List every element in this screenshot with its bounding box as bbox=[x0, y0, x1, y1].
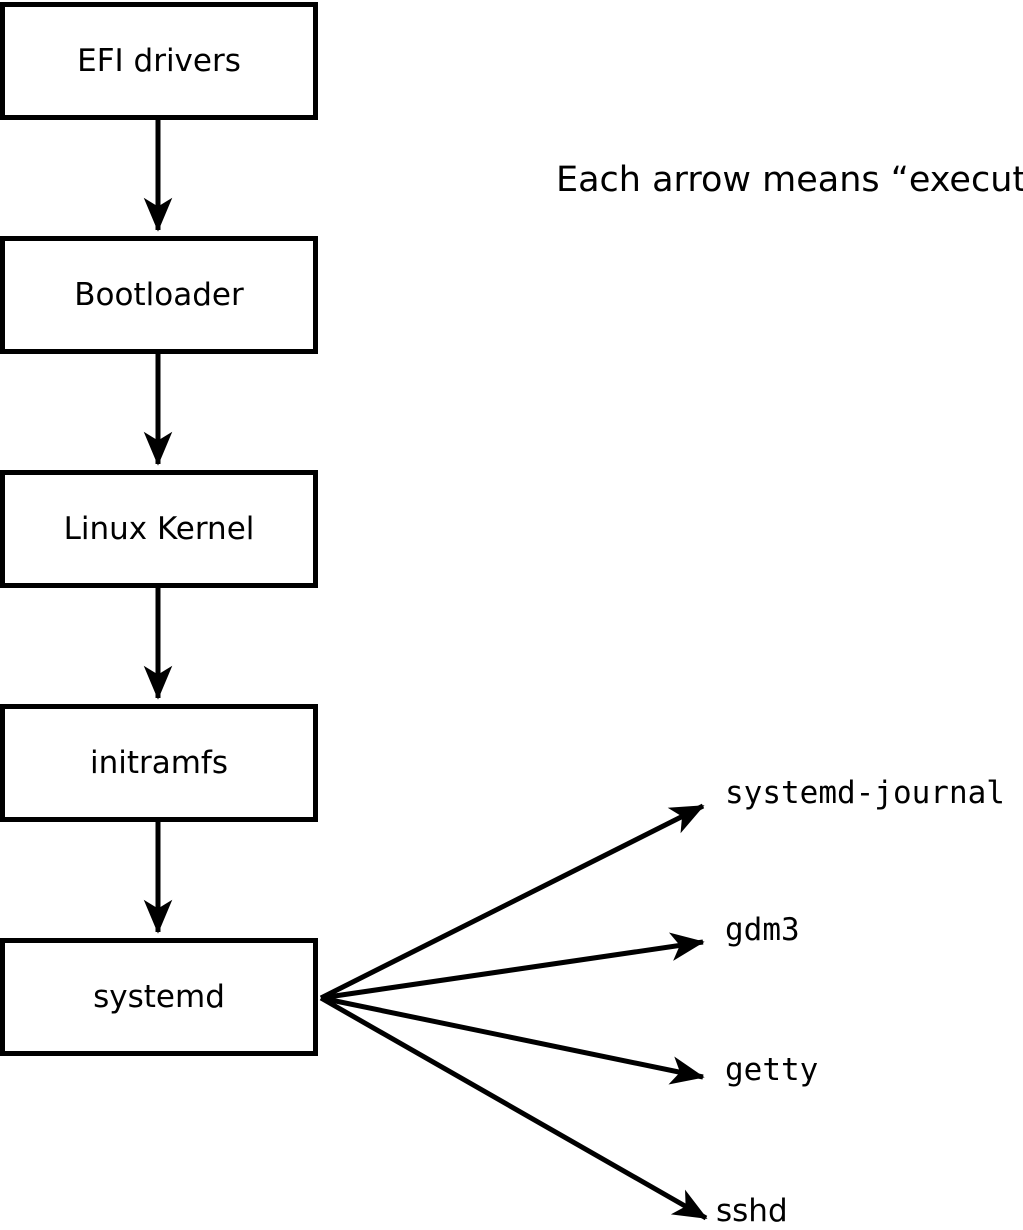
box-systemd-label: systemd bbox=[93, 979, 225, 1015]
box-linux-kernel-label: Linux Kernel bbox=[63, 511, 255, 547]
box-systemd: systemd bbox=[0, 938, 318, 1056]
arrow-systemd-to-systemd-journal bbox=[319, 803, 705, 1001]
box-bootloader: Bootloader bbox=[0, 236, 318, 354]
arrow-systemd-to-gdm3 bbox=[320, 932, 705, 1001]
target-sshd: sshd bbox=[716, 1193, 788, 1229]
box-efi-drivers-label: EFI drivers bbox=[77, 43, 241, 79]
box-bootloader-label: Bootloader bbox=[74, 277, 244, 313]
box-initramfs: initramfs bbox=[0, 704, 318, 822]
target-systemd-journal: systemd-journal bbox=[725, 775, 1005, 811]
box-initramfs-label: initramfs bbox=[89, 745, 229, 781]
box-linux-kernel: Linux Kernel bbox=[0, 470, 318, 588]
arrow-meaning-note: Each arrow means “executes”. bbox=[556, 160, 1023, 200]
target-gdm3: gdm3 bbox=[725, 912, 800, 948]
target-getty: getty bbox=[725, 1052, 819, 1088]
arrow-systemd-to-sshd bbox=[319, 995, 708, 1221]
arrow-systemd-to-getty bbox=[320, 995, 705, 1085]
box-efi-drivers: EFI drivers bbox=[0, 2, 318, 120]
